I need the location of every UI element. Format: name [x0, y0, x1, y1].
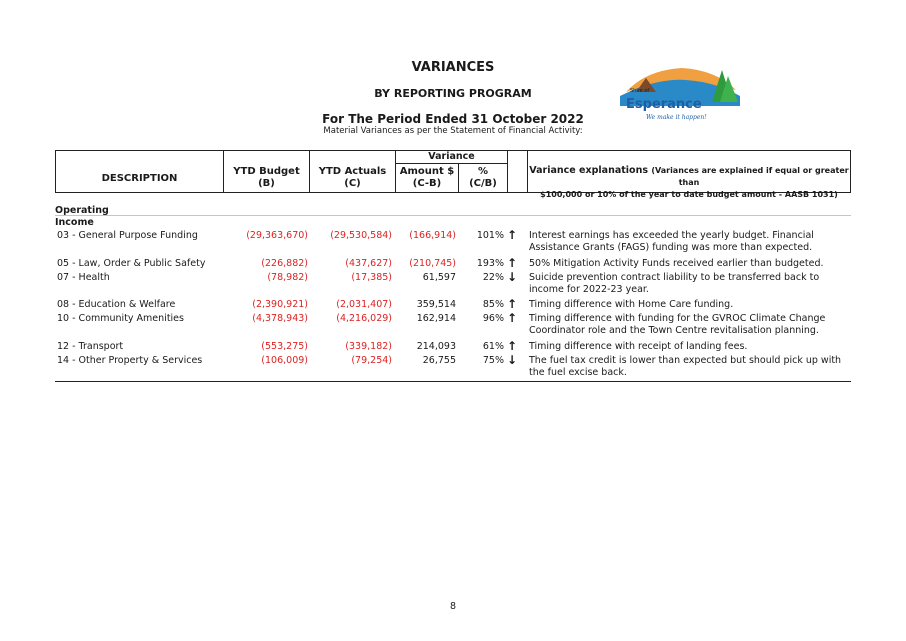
table-row: 07 - Health (78,982) (17,385) 61,597 22%… [57, 270, 820, 295]
table-header: DESCRIPTION YTD Budget (B) YTD Actuals (… [55, 150, 851, 199]
material-note: Material Variances as per the Statement … [323, 126, 583, 136]
section-income: Income [55, 217, 94, 228]
col-description: DESCRIPTION [101, 173, 178, 184]
section-divider [55, 215, 851, 216]
variance-group-label: Variance [396, 151, 507, 164]
table-bottom-rule [55, 381, 851, 382]
arrow-down-icon: ↓ [507, 353, 518, 367]
arrow-up-icon: ↑ [507, 256, 518, 270]
table-row: 03 - General Purpose Funding (29,363,670… [57, 228, 814, 253]
logo-line1: Shire of [630, 88, 649, 94]
shire-logo: Shire of Esperance We make it happen! [616, 62, 748, 124]
logo-name: Esperance [626, 97, 702, 112]
col-explanations: Variance explanations (Variances are exp… [527, 151, 850, 199]
arrow-up-icon: ↑ [507, 297, 518, 311]
col-ytd-budget: YTD Budget (B) [223, 151, 309, 192]
section-operating: Operating [55, 205, 109, 216]
page-title: VARIANCES [411, 60, 495, 75]
col-arrow [507, 151, 527, 192]
arrow-down-icon: ↓ [507, 270, 518, 284]
page-number: 8 [449, 601, 457, 612]
table-row: 10 - Community Amenities (4,378,943) (4,… [57, 311, 826, 336]
table-row: 14 - Other Property & Services (106,009)… [57, 353, 842, 378]
table-row: 05 - Law, Order & Public Safety (226,882… [57, 256, 824, 270]
col-variance: Variance Amount $ (C-B) % (C/B) [395, 151, 507, 192]
col-ytd-actuals: YTD Actuals (C) [309, 151, 395, 192]
col-pct: % [477, 166, 489, 177]
col-amount: Amount $ [399, 166, 455, 177]
arrow-up-icon: ↑ [507, 311, 518, 325]
period-heading: For The Period Ended 31 October 2022 [322, 112, 584, 126]
logo-tagline: We make it happen! [646, 114, 707, 121]
table-row: 12 - Transport (553,275) (339,182) 214,0… [57, 339, 748, 353]
arrow-up-icon: ↑ [507, 228, 518, 242]
page-subtitle: BY REPORTING PROGRAM [374, 87, 532, 100]
table-row: 08 - Education & Welfare (2,390,921) (2,… [57, 297, 734, 311]
arrow-up-icon: ↑ [507, 339, 518, 353]
